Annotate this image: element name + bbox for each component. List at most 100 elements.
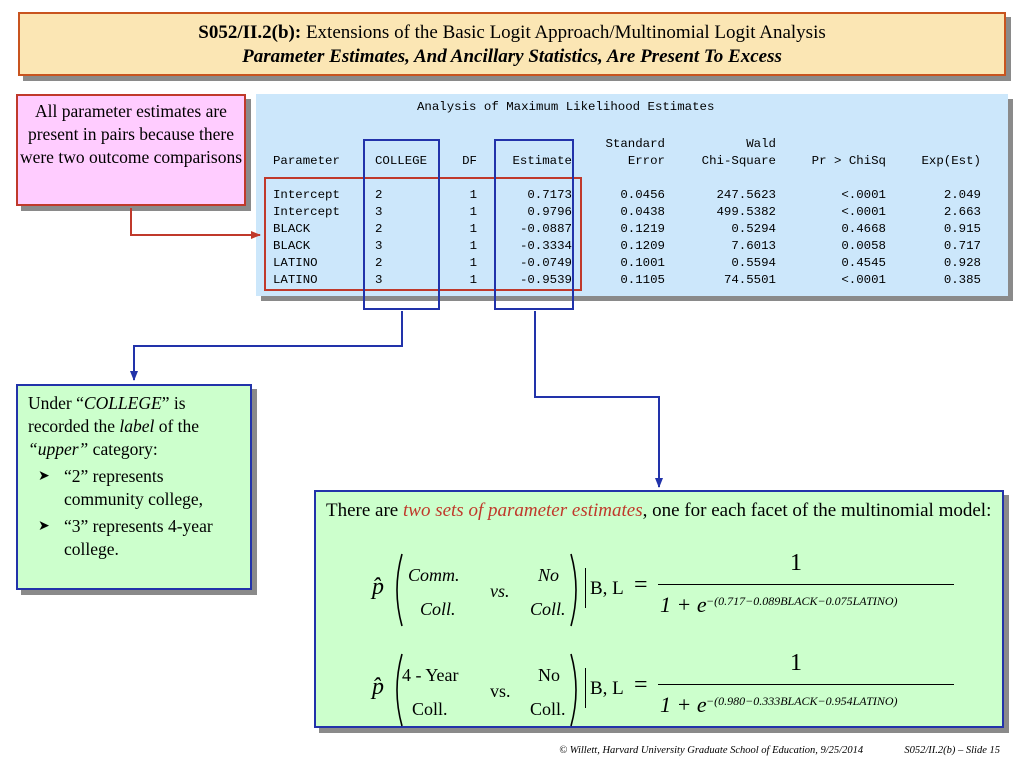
- callout-parameter-sets: There are two sets of parameter estimate…: [314, 490, 1004, 728]
- title-prefix: S052/II.2(b):: [198, 22, 302, 43]
- cell: 2: [375, 222, 383, 236]
- fraction-bar: [658, 684, 954, 685]
- equation-community-college: p̂ Comm. Coll. vs. No Coll. B, L = 1 1 +…: [372, 550, 972, 632]
- cell: 0.7173: [527, 188, 572, 202]
- arrow-estimate-to-note: [534, 311, 663, 488]
- right-paren-icon: [570, 553, 577, 627]
- cell: -0.3334: [519, 239, 572, 253]
- cell: BLACK: [273, 239, 311, 253]
- text-run: of the: [154, 416, 200, 436]
- cell: -0.9539: [519, 273, 572, 287]
- eq-den-top: No: [538, 565, 560, 585]
- cell: 2: [375, 256, 383, 270]
- col-stderr: Error: [627, 154, 665, 168]
- arrow-pairs-to-rows: [130, 208, 261, 239]
- eq-numerator: 1: [790, 650, 802, 676]
- col-exp: Exp(Est): [921, 154, 982, 168]
- list-item: ➤“2” represents community college,: [28, 465, 240, 511]
- eq-num-bot: Coll.: [412, 699, 448, 719]
- callout-pairs: All parameter estimates are present in p…: [16, 94, 246, 206]
- right-paren-icon: [570, 653, 577, 727]
- eq-den-bot: Coll.: [530, 699, 566, 719]
- text-run: label: [119, 416, 155, 436]
- callout-college-label: Under “COLLEGE” is recorded the label of…: [16, 384, 252, 590]
- cell: 2.049: [943, 188, 981, 202]
- cell: 0.928: [943, 256, 981, 270]
- left-paren-icon: [396, 653, 403, 727]
- text-run: “upper”: [28, 439, 89, 459]
- bullet-text: “2” represents community college,: [64, 466, 203, 509]
- cell: 7.6013: [731, 239, 776, 253]
- cell: 0.915: [943, 222, 981, 236]
- list-item: ➤“3” represents 4-year college.: [28, 515, 240, 561]
- sas-output-table: Analysis of Maximum Likelihood Estimates…: [256, 94, 1008, 296]
- college-note-text: Under “COLLEGE” is recorded the label of…: [28, 392, 240, 461]
- cell: LATINO: [273, 273, 318, 287]
- col-chisq: Chi-Square: [701, 154, 776, 168]
- cell: 1: [469, 205, 477, 219]
- cell: <.0001: [841, 188, 886, 202]
- eq-exponent: −(0.980−0.333BLACK−0.954LATINO): [706, 694, 898, 708]
- text-run: COLLEGE: [83, 393, 162, 413]
- eq-num-bot: Coll.: [420, 599, 456, 619]
- eq-denominator: 1 + e: [660, 592, 707, 617]
- title-line-2: Parameter Estimates, And Ancillary Stati…: [242, 46, 782, 67]
- cell: 0.0058: [841, 239, 886, 253]
- text-run: , one for each facet of the multinomial …: [642, 500, 992, 521]
- eq-exponent: −(0.717−0.089BLACK−0.075LATINO): [706, 594, 898, 608]
- cell: 0.0456: [620, 188, 665, 202]
- cell: 0.9796: [527, 205, 572, 219]
- cell: 0.5294: [731, 222, 776, 236]
- cell: 499.5382: [716, 205, 777, 219]
- text-run: ” is recorded the: [28, 393, 186, 436]
- col-df: DF: [462, 154, 477, 168]
- cell: 1: [469, 222, 477, 236]
- highlight-estimate-box: [494, 139, 574, 310]
- col-college: COLLEGE: [375, 154, 428, 168]
- cell: <.0001: [841, 205, 886, 219]
- eq-vs: vs.: [490, 581, 510, 601]
- cell: Intercept: [273, 205, 340, 219]
- highlight-college-box: [363, 139, 440, 310]
- cell: Intercept: [273, 188, 340, 202]
- eq-condition: B, L: [590, 678, 624, 699]
- text-run: two sets of parameter estimates: [403, 500, 643, 521]
- cell: LATINO: [273, 256, 318, 270]
- footer-credit: © Willett, Harvard University Graduate S…: [559, 745, 864, 756]
- left-paren-icon: [396, 553, 403, 627]
- col-pvalue: Pr > ChiSq: [811, 154, 886, 168]
- eq-num-top: Comm.: [408, 565, 460, 585]
- sets-note-text: There are two sets of parameter estimate…: [326, 498, 992, 524]
- cell: <.0001: [841, 273, 886, 287]
- eq-numerator: 1: [790, 550, 802, 576]
- cell: BLACK: [273, 222, 311, 236]
- conditional-bar: [585, 668, 586, 708]
- text-run: Under “: [28, 393, 84, 413]
- arrow-bullet-icon: ➤: [38, 519, 50, 534]
- cell: 0.1001: [620, 256, 665, 270]
- cell: 0.1209: [620, 239, 665, 253]
- col-parameter: Parameter: [273, 154, 340, 168]
- sas-heading: Analysis of Maximum Likelihood Estimates: [417, 100, 715, 114]
- col-wald-top: Wald: [746, 137, 776, 151]
- cell: 0.0438: [620, 205, 665, 219]
- cell: 1: [469, 188, 477, 202]
- footer-slide-number: S052/II.2(b) – Slide 15: [904, 745, 1000, 756]
- eq-equals: =: [634, 672, 648, 698]
- eq-vs: vs.: [490, 681, 511, 701]
- cell: 0.1219: [620, 222, 665, 236]
- highlight-rows-box: [264, 177, 582, 291]
- eq-den-top: No: [538, 665, 560, 685]
- cell: 2: [375, 188, 383, 202]
- eq-den-bot: Coll.: [530, 599, 566, 619]
- cell: -0.0749: [519, 256, 572, 270]
- cell: 0.5594: [731, 256, 776, 270]
- equation-four-year-college: p̂ 4 - Year Coll. vs. No Coll. B, L = 1 …: [372, 650, 972, 732]
- cell: 3: [375, 205, 383, 219]
- title-line-1: S052/II.2(b): Extensions of the Basic Lo…: [20, 22, 1004, 44]
- cell: 0.717: [943, 239, 981, 253]
- cell: 0.4668: [841, 222, 886, 236]
- cell: 3: [375, 273, 383, 287]
- conditional-bar: [585, 568, 586, 608]
- eq-p-hat: p̂: [372, 574, 384, 600]
